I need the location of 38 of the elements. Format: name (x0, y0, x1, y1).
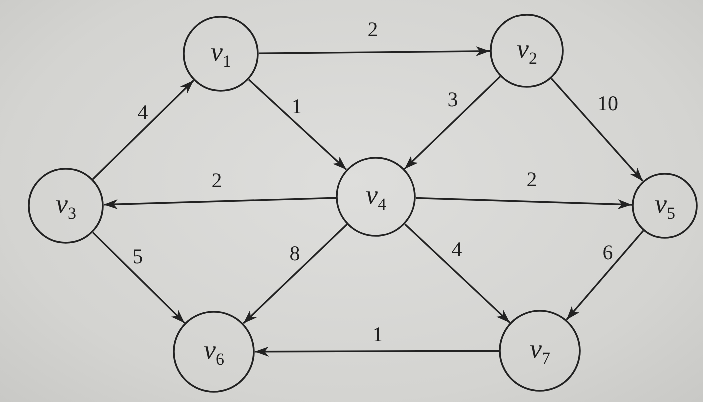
edge-label: 6 (602, 242, 614, 264)
vertex-circle (183, 16, 259, 92)
edge-label: 10 (598, 94, 618, 114)
arrow (243, 224, 348, 324)
edge-label: 2 (212, 170, 222, 192)
edge-label: 2 (368, 20, 378, 40)
arrow (248, 79, 348, 170)
vertex-circle (499, 310, 581, 392)
edge-label: 8 (290, 244, 300, 264)
vertex-label: v$_{2}$ (517, 36, 538, 62)
edge-label: 5 (132, 246, 144, 268)
arrow (566, 230, 644, 320)
vertex-circle (28, 168, 104, 244)
edge-label: 1 (372, 324, 384, 346)
arrow (92, 232, 186, 324)
vertex-label: v$_{5}$ (655, 190, 676, 218)
edge-label: 1 (292, 96, 302, 118)
vertex-label: v$_{6}$ (204, 336, 224, 364)
vertex-circle (336, 157, 416, 237)
vertex-label: v$_{7}$ (530, 336, 550, 362)
vertex-label: v$_{3}$ (56, 190, 76, 218)
edge-label: 2 (526, 170, 538, 190)
vertex-label: v$_{1}$ (211, 38, 232, 66)
edge-label: 4 (138, 102, 148, 124)
vertex-circle (173, 311, 255, 393)
arrow (416, 197, 632, 210)
arrow (255, 346, 499, 357)
arrow (92, 80, 194, 180)
edge-label: 4 (452, 240, 462, 260)
edge-label: 3 (448, 90, 458, 110)
arrow (404, 224, 511, 324)
arrow (259, 46, 490, 56)
vertex-circle (632, 173, 698, 239)
vertex-label: v$_{4}$ (366, 182, 386, 208)
vertex-circle (490, 14, 564, 88)
arrow (550, 78, 644, 182)
arrow (104, 197, 336, 210)
arrow (404, 76, 501, 170)
